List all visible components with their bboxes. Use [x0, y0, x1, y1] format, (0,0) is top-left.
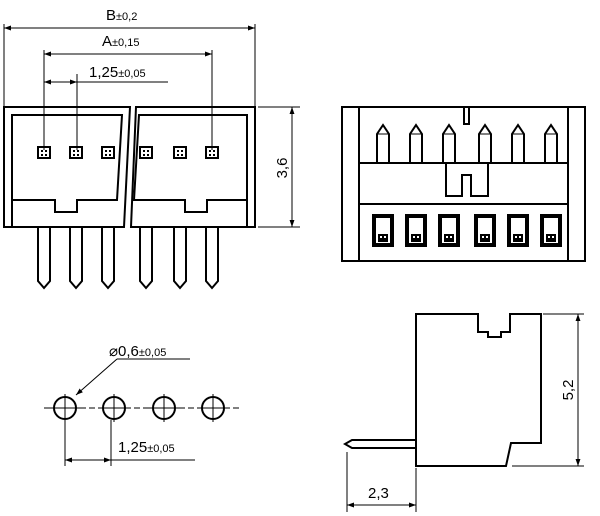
- svg-text:B±0,2: B±0,2: [106, 7, 137, 24]
- dimension-hole-diameter-tolerance: ±0,05: [139, 347, 166, 359]
- dimension-pitch-top-tolerance: ±0,05: [118, 68, 145, 80]
- top-view-contact: [474, 123, 496, 247]
- dimension-pitch-bottom: 1,25±0,05: [64, 420, 195, 466]
- dimension-pitch-top-value: 1,25: [89, 64, 118, 81]
- front-contact: [173, 146, 187, 159]
- front-view: B±0,2 A±0,15 1,25±0,05 3,6: [3, 7, 300, 290]
- top-view-contact: [507, 123, 529, 247]
- dimension-height-side: 5,2: [560, 314, 581, 466]
- dimension-height-front: 3,6: [274, 107, 295, 227]
- dimension-height-side-value: 5,2: [560, 380, 577, 401]
- dimension-hole-diameter-value: ⌀0,6: [109, 343, 139, 360]
- dimension-height-front-value: 3,6: [274, 158, 291, 179]
- dimension-b: B±0,2: [4, 7, 255, 31]
- dimension-hole-diameter: ⌀0,6±0,05: [75, 343, 190, 396]
- top-view: [341, 106, 586, 262]
- hole: [198, 394, 228, 422]
- hole: [149, 394, 179, 422]
- dimension-a-tolerance: ±0,15: [112, 37, 139, 49]
- dimension-a: A±0,15: [44, 33, 212, 57]
- dimension-pitch-bottom-tolerance: ±0,05: [147, 443, 174, 455]
- front-contact: [101, 146, 115, 159]
- top-view-contacts: [372, 123, 562, 247]
- front-housing-left: [3, 106, 132, 228]
- svg-text:1,25±0,05: 1,25±0,05: [89, 64, 146, 81]
- side-view: 5,2 2,3: [342, 313, 584, 512]
- side-pin: [342, 439, 416, 449]
- top-view-contact: [438, 123, 460, 247]
- side-housing: [415, 313, 542, 467]
- dimension-a-label: A: [102, 33, 112, 50]
- top-view-contact: [372, 123, 394, 247]
- top-view-contact: [540, 123, 562, 247]
- holes: [50, 394, 228, 422]
- dimension-b-label: B: [106, 7, 116, 24]
- dimension-b-tolerance: ±0,2: [116, 11, 137, 23]
- front-contact: [205, 146, 219, 159]
- svg-text:1,25±0,05: 1,25±0,05: [118, 439, 175, 456]
- hole-pattern: ⌀0,6±0,05 1,25±0,05: [44, 343, 240, 466]
- top-view-contact: [405, 123, 427, 247]
- svg-text:⌀0,6±0,05: ⌀0,6±0,05: [109, 343, 166, 360]
- front-contacts: [37, 146, 219, 159]
- hole: [99, 394, 129, 422]
- svg-text:A±0,15: A±0,15: [102, 33, 139, 50]
- dimension-pin-length: 2,3: [347, 485, 416, 508]
- front-contact: [139, 146, 153, 159]
- dimension-pitch-bottom-value: 1,25: [118, 439, 147, 456]
- front-contact: [69, 146, 83, 159]
- front-contact: [37, 146, 51, 159]
- front-housing-right: [129, 106, 256, 228]
- dimension-pitch-top: 1,25±0,05: [44, 64, 168, 85]
- hole: [50, 394, 80, 422]
- dimension-pin-length-value: 2,3: [368, 485, 389, 502]
